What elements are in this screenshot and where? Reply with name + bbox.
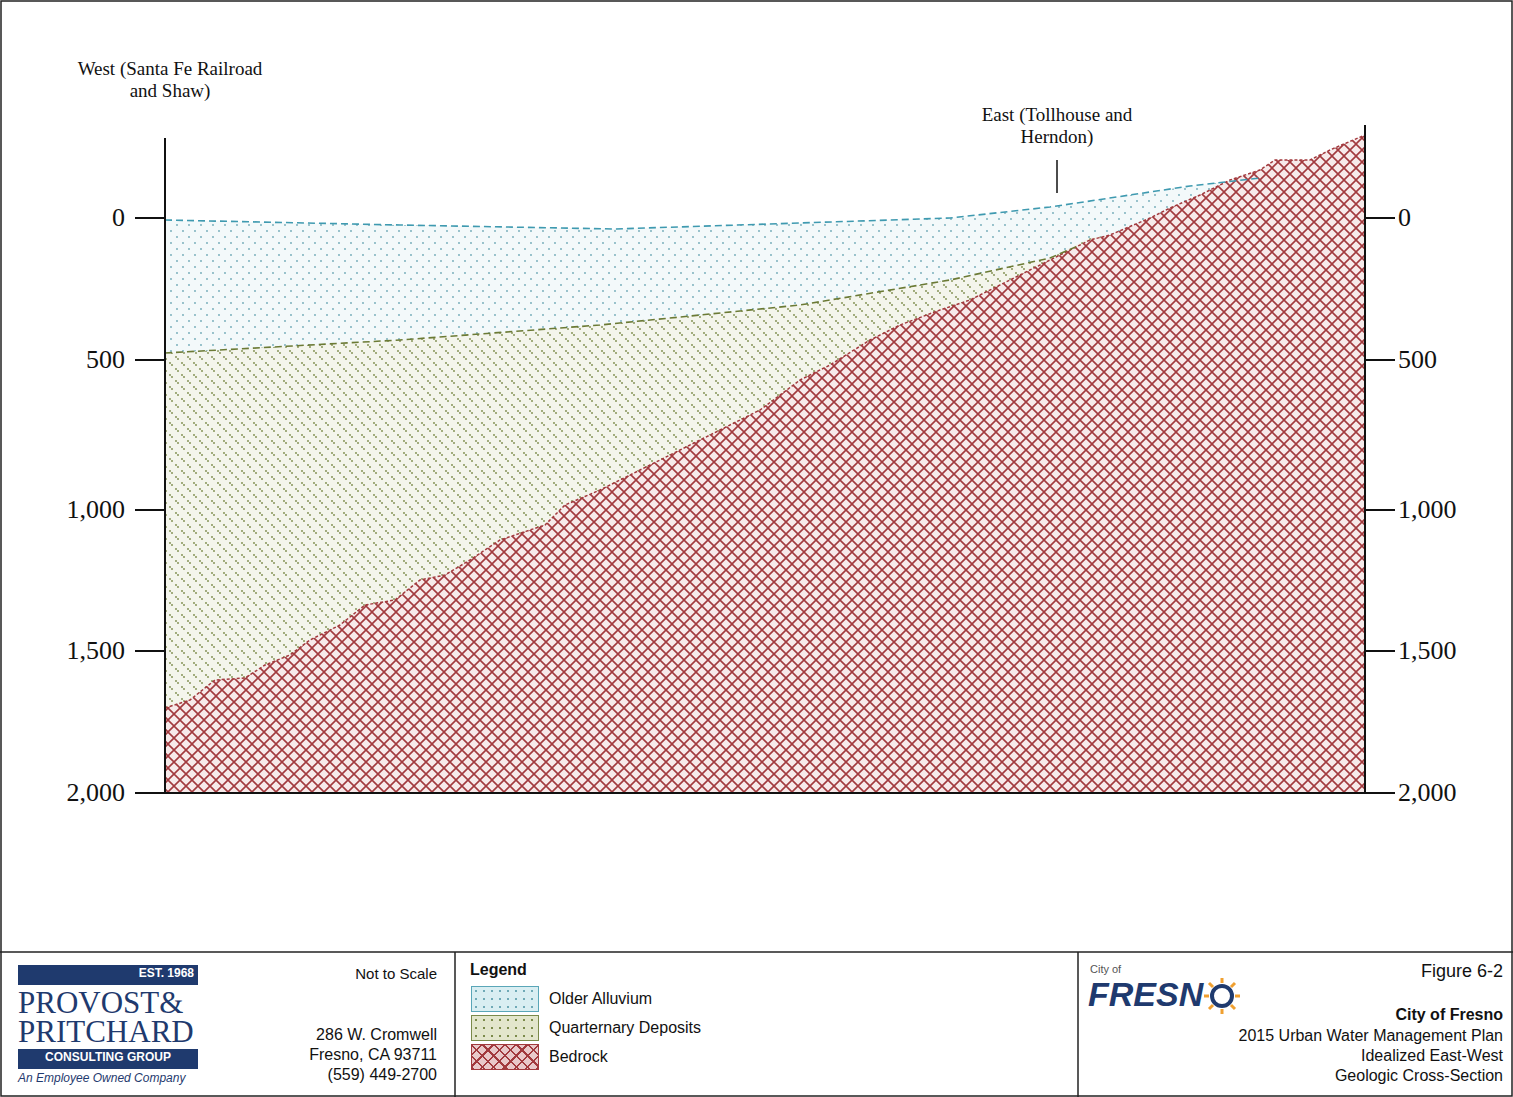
axis-number: 2,000 xyxy=(1398,778,1457,808)
axis-number: 0 xyxy=(112,203,125,233)
axis-number: 2,000 xyxy=(67,778,126,808)
address-line: (559) 449-2700 xyxy=(328,1066,437,1084)
title-line: Idealized East-West xyxy=(1361,1047,1503,1065)
logo-text: CONSULTING GROUP xyxy=(45,1051,171,1065)
logo-bar xyxy=(18,965,198,985)
legend-heading: Legend xyxy=(470,961,527,979)
figure-number: Figure 6-2 xyxy=(1421,961,1503,982)
title-strip xyxy=(0,952,1513,1097)
axis-number: 1,500 xyxy=(67,636,126,666)
bedrock-layer xyxy=(165,135,1365,793)
title-line: Geologic Cross-Section xyxy=(1335,1067,1503,1085)
location-label: West (Santa Fe Railroad and Shaw) xyxy=(75,58,265,102)
logo-bar xyxy=(18,1049,198,1069)
logo-text: EST. 1968 xyxy=(139,967,194,981)
axis-number: 500 xyxy=(86,345,125,375)
location-label: East (Tollhouse and Herndon) xyxy=(950,104,1165,148)
logo-text: FRESN xyxy=(1088,975,1203,1014)
title-line: City of Fresno xyxy=(1395,1006,1503,1024)
logo-text: An Employee Owned Company xyxy=(18,1072,185,1086)
legend-swatch xyxy=(471,1044,539,1070)
sun-icon xyxy=(1204,978,1240,1014)
legend-text: Bedrock xyxy=(549,1048,608,1066)
logo-text: PRITCHARD xyxy=(18,1014,194,1050)
axis-number: 1,000 xyxy=(67,495,126,525)
axis-number: 0 xyxy=(1398,203,1411,233)
axis-number: 1,000 xyxy=(1398,495,1457,525)
axis-number: 500 xyxy=(1398,345,1437,375)
address-line: 286 W. Cromwell xyxy=(316,1026,437,1044)
leader-line xyxy=(1056,160,1058,193)
title-line: 2015 Urban Water Management Plan xyxy=(1239,1027,1503,1045)
axis-number: 1,500 xyxy=(1398,636,1457,666)
legend-text: Older Alluvium xyxy=(549,990,652,1008)
logo-text: City of xyxy=(1090,963,1121,976)
alluvium-top-line xyxy=(165,178,1260,229)
quaternary-top-line xyxy=(165,245,1080,353)
address-line: Fresno, CA 93711 xyxy=(309,1046,437,1064)
legend-swatch xyxy=(471,986,539,1012)
legend-swatch xyxy=(471,1015,539,1041)
scale-note: Not to Scale xyxy=(355,965,437,982)
legend-text: Quarternary Deposits xyxy=(549,1019,701,1037)
axes xyxy=(135,125,1395,793)
